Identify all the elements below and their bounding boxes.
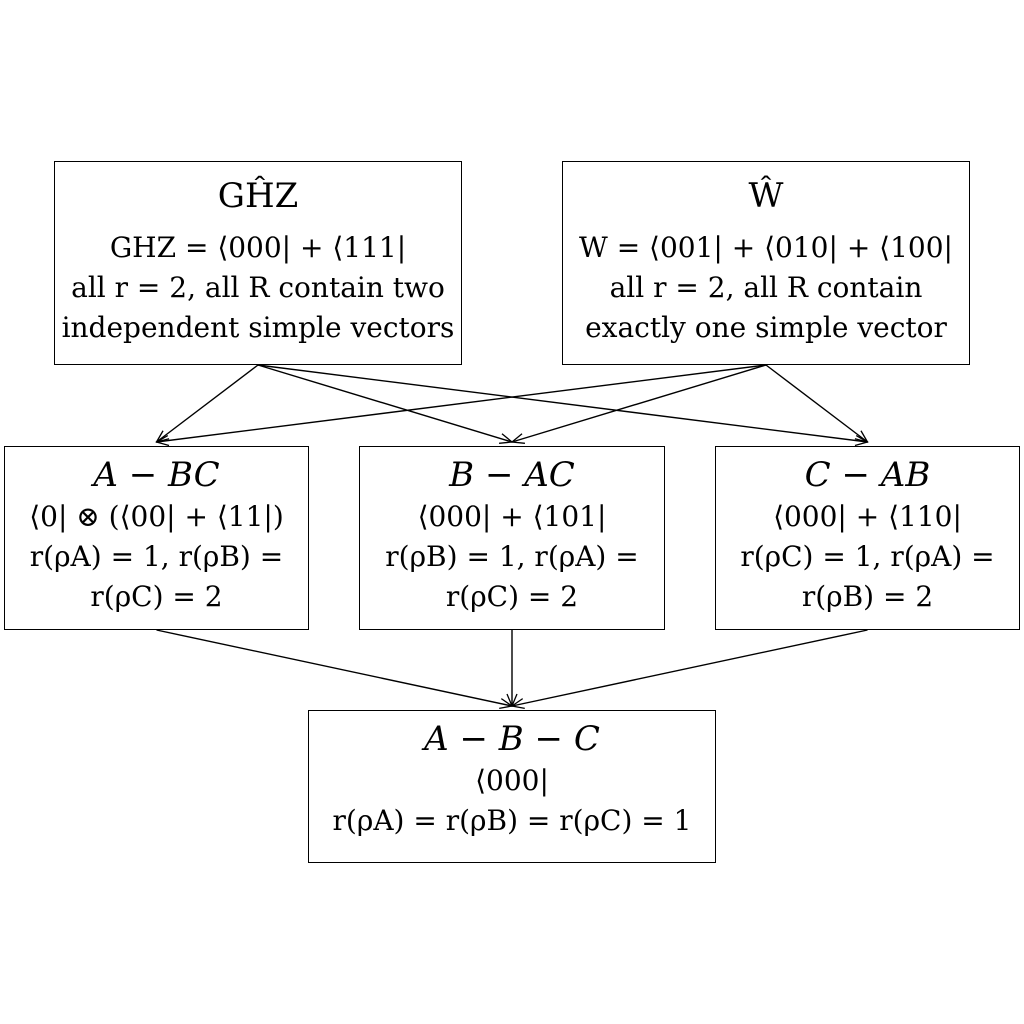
node-w-line-3: exactly one simple vector <box>585 311 947 344</box>
node-a-bc: A − BC ⟨0| ⊗ (⟨00| + ⟨11|) r(ρA) = 1, r(… <box>4 446 309 630</box>
edge-ghz-to-a_bc <box>157 364 259 442</box>
node-w-line-1: W = ⟨001| + ⟨010| + ⟨100| <box>579 231 953 264</box>
node-w-title: Ŵ <box>748 176 784 216</box>
node-ghz-title: GĤZ <box>217 176 299 216</box>
edge-ghz-to-c_ab <box>257 364 868 442</box>
node-ghz: GĤZ GHZ = ⟨000| + ⟨111| all r = 2, all R… <box>54 161 462 365</box>
node-b-ac-line-1: ⟨000| + ⟨101| <box>417 500 607 533</box>
node-a-b-c-line-2: r(ρA) = r(ρB) = r(ρC) = 1 <box>332 804 692 837</box>
node-a-bc-line-2: r(ρA) = 1, r(ρB) = <box>29 540 284 573</box>
node-b-ac-title: B − AC <box>449 455 575 495</box>
node-b-ac-line-2: r(ρB) = 1, r(ρA) = <box>385 540 639 573</box>
edge-w-to-c_ab <box>765 364 868 442</box>
node-a-bc-line-1: ⟨0| ⊗ (⟨00| + ⟨11|) <box>29 500 284 533</box>
node-c-ab-title: C − AB <box>804 455 931 495</box>
node-w: Ŵ W = ⟨001| + ⟨010| + ⟨100| all r = 2, a… <box>562 161 970 365</box>
edge-c_ab-to-a_b_c <box>512 629 868 706</box>
node-ghz-line-2: all r = 2, all R contain two <box>71 271 445 304</box>
edge-a_bc-to-a_b_c <box>156 629 513 706</box>
node-b-ac: B − AC ⟨000| + ⟨101| r(ρB) = 1, r(ρA) = … <box>359 446 665 630</box>
edge-ghz-to-b_ac <box>257 364 512 442</box>
node-c-ab: C − AB ⟨000| + ⟨110| r(ρC) = 1, r(ρA) = … <box>715 446 1020 630</box>
node-c-ab-line-2: r(ρC) = 1, r(ρA) = <box>740 540 995 573</box>
node-a-bc-title: A − BC <box>93 455 220 495</box>
node-a-bc-line-3: r(ρC) = 2 <box>90 580 223 613</box>
node-ghz-line-3: independent simple vectors <box>61 311 455 344</box>
node-c-ab-line-1: ⟨000| + ⟨110| <box>773 500 962 533</box>
node-c-ab-line-3: r(ρB) = 2 <box>801 580 934 613</box>
node-ghz-line-1: GHZ = ⟨000| + ⟨111| <box>109 231 407 264</box>
node-a-b-c-title: A − B − C <box>424 719 600 759</box>
node-b-ac-line-3: r(ρC) = 2 <box>445 580 579 613</box>
node-a-b-c-line-1: ⟨000| <box>475 764 549 797</box>
node-w-line-2: all r = 2, all R contain <box>609 271 923 304</box>
edge-w-to-b_ac <box>512 364 767 442</box>
node-a-b-c: A − B − C ⟨000| r(ρA) = r(ρB) = r(ρC) = … <box>308 710 716 863</box>
edge-w-to-a_bc <box>157 364 767 442</box>
